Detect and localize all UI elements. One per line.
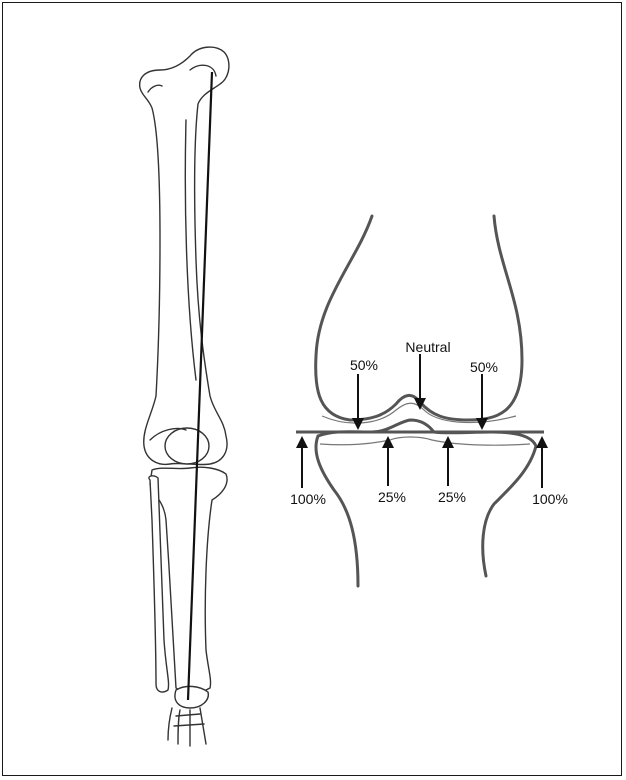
tibia-cartilage-line	[320, 437, 530, 445]
hundred-right-arrow	[536, 436, 548, 488]
fifty-left-arrow	[352, 374, 364, 430]
proximal-tibia-outline	[318, 420, 536, 576]
knee-joint-diagram: Neutral 50% 50% 100% 100% 25% 25%	[290, 216, 568, 586]
label-neutral: Neutral	[405, 339, 450, 355]
label-twentyfive-left: 25%	[378, 489, 406, 505]
label-twentyfive-right: 25%	[438, 489, 466, 505]
leg-skeleton	[140, 47, 229, 746]
femur	[140, 47, 229, 465]
label-fifty-right: 50%	[470, 359, 498, 375]
label-fifty-left: 50%	[350, 357, 378, 373]
patella	[165, 428, 209, 464]
hundred-left-arrow	[296, 436, 308, 488]
twentyfive-left-arrow	[382, 436, 394, 486]
label-hundred-right: 100%	[532, 491, 568, 507]
label-hundred-left: 100%	[290, 491, 326, 507]
neutral-arrow	[414, 354, 426, 410]
distal-femur-outline	[316, 216, 522, 420]
proximal-tibia-left-edge	[316, 436, 358, 586]
